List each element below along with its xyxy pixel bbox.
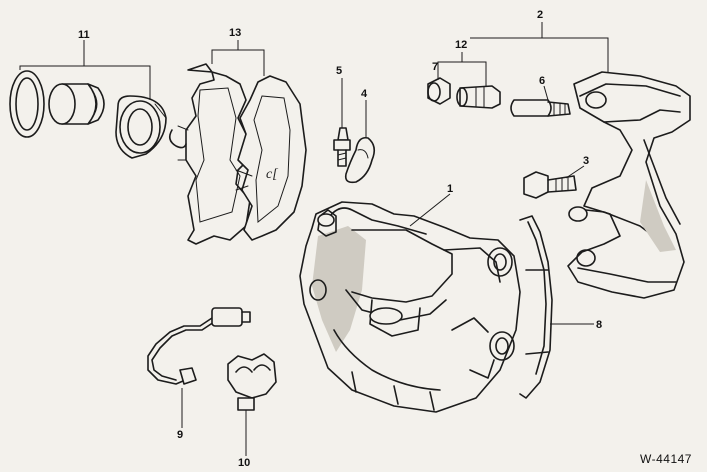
callout-11: 11 bbox=[78, 29, 90, 41]
caliper-carrier: 2 bbox=[470, 9, 691, 299]
wear-sensor: 9 bbox=[147, 307, 251, 441]
anti-rattle-spring: 8 bbox=[519, 215, 602, 399]
guide-pin-cap bbox=[427, 77, 451, 105]
outer-brake-pad bbox=[235, 75, 307, 241]
callout-6: 6 bbox=[539, 75, 545, 87]
piston-seal-kit: 11 bbox=[9, 29, 167, 159]
callout-9: 9 bbox=[177, 429, 183, 441]
piston bbox=[48, 83, 105, 125]
callout-13: 13 bbox=[229, 27, 241, 39]
caliper-housing: 1 bbox=[299, 183, 521, 413]
callout-3: 3 bbox=[583, 155, 589, 167]
guide-pin-kit: 12 7 6 bbox=[427, 39, 571, 117]
seal-ring bbox=[9, 70, 45, 138]
callout-12: 12 bbox=[455, 39, 467, 51]
callout-4: 4 bbox=[361, 88, 368, 100]
mounting-bolt: 3 bbox=[523, 155, 589, 199]
guide-pin bbox=[510, 99, 571, 117]
bleed-screw: 5 bbox=[333, 65, 351, 167]
brake-pads: c[ 13 bbox=[168, 27, 307, 245]
inner-brake-pad bbox=[168, 63, 251, 245]
pad-mark: c[ bbox=[266, 167, 278, 182]
dust-cap: 4 bbox=[344, 88, 376, 184]
callout-7: 7 bbox=[432, 61, 438, 73]
callout-8: 8 bbox=[596, 319, 602, 331]
callout-5: 5 bbox=[336, 65, 342, 77]
reference-code: W-44147 bbox=[640, 452, 692, 466]
guide-pin-boot bbox=[456, 85, 501, 109]
callout-1: 1 bbox=[447, 183, 453, 195]
callout-2: 2 bbox=[537, 9, 543, 21]
dust-boot bbox=[115, 95, 167, 159]
sensor-clip: 10 bbox=[227, 353, 277, 469]
callout-10: 10 bbox=[238, 457, 250, 469]
